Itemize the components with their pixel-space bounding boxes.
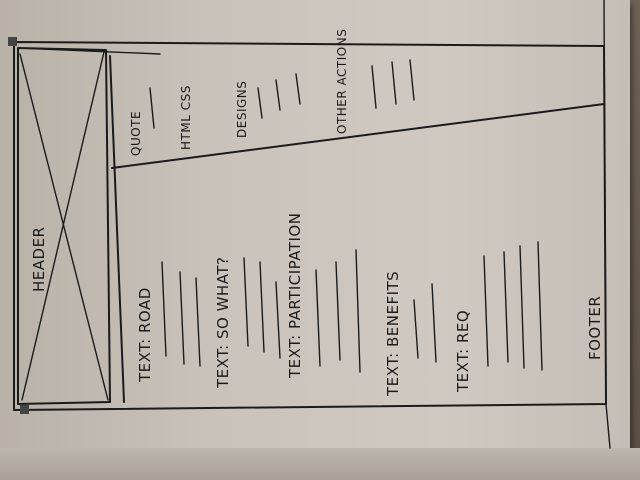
participation-line-1	[315, 269, 321, 367]
designs-line-3	[295, 73, 301, 105]
req-line-4	[537, 241, 543, 371]
sidebar-item-quote: QUOTE	[129, 111, 143, 156]
section-label-road: TEXT: ROAD	[136, 287, 154, 383]
section-label-participation: TEXT: PARTICIPATION	[286, 213, 304, 379]
benefits-line-1	[413, 299, 419, 359]
sowhat-line-3	[275, 281, 281, 359]
header-placeholder-x-1	[19, 53, 109, 401]
content-divider-line	[109, 55, 125, 403]
header-placeholder-x-2	[21, 51, 105, 401]
header-label: HEADER	[30, 227, 48, 292]
other-actions-line-3	[409, 59, 415, 101]
road-line-1	[161, 261, 167, 357]
corner-marker-top	[8, 37, 17, 46]
sidebar-item-designs: DESIGNS	[235, 81, 249, 138]
road-line-2	[179, 271, 185, 365]
req-line-1	[483, 255, 489, 367]
section-label-req: TEXT: REQ	[454, 310, 472, 393]
benefits-line-2	[431, 283, 437, 363]
page-edge	[0, 448, 640, 480]
sidebar-item-html-css: HTML CSS	[179, 85, 193, 150]
quote-underline	[149, 87, 155, 129]
footer-label: FOOTER	[586, 296, 604, 360]
designs-line-1	[257, 87, 263, 119]
section-label-benefits: TEXT: BENEFITS	[384, 271, 402, 397]
sowhat-line-1	[243, 257, 249, 347]
req-line-3	[519, 245, 525, 369]
participation-line-3	[355, 249, 361, 373]
sidebar-item-other-actions: OTHER ACTIONS	[335, 29, 349, 134]
section-label-so-what: TEXT: SO WHAT?	[214, 257, 232, 389]
other-actions-line-2	[391, 61, 397, 105]
sidebar-divider-line	[111, 103, 605, 169]
other-actions-line-1	[371, 65, 377, 109]
header-box	[17, 47, 111, 405]
corner-marker-bottom	[20, 405, 29, 414]
wireframe-outer-frame	[13, 41, 607, 411]
req-line-2	[503, 251, 509, 363]
header-top-line	[17, 47, 161, 55]
road-line-3	[195, 277, 201, 367]
participation-line-2	[335, 261, 341, 361]
frame-right-edge	[603, 0, 611, 449]
sowhat-line-2	[259, 261, 265, 353]
designs-line-2	[275, 79, 281, 111]
